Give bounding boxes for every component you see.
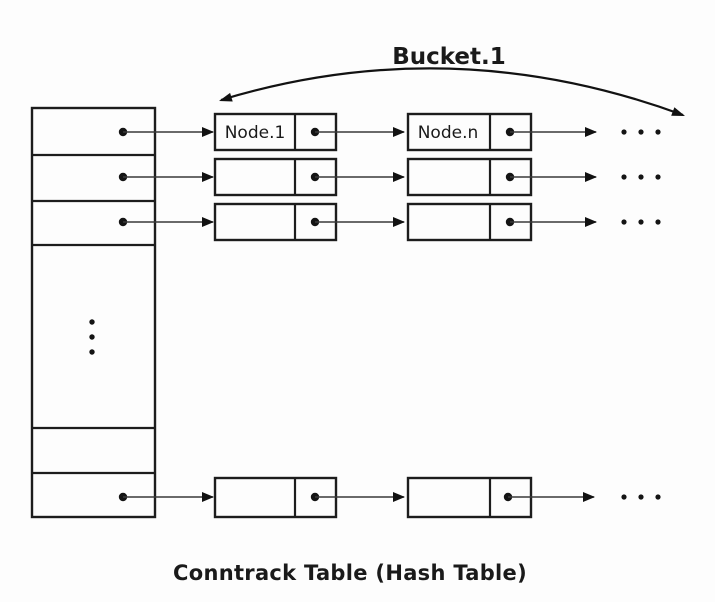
ellipsis-dot (89, 319, 95, 325)
continuation-ellipsis (621, 494, 661, 500)
ellipsis-dot (655, 129, 661, 135)
ellipsis-dot (621, 129, 627, 135)
ellipsis-dot (638, 219, 644, 225)
bucket-row-last (118, 476, 661, 519)
continuation-ellipsis (621, 174, 661, 180)
bucket-span-arrow (220, 67, 684, 117)
ellipsis-dot (655, 219, 661, 225)
ellipsis-dot (655, 494, 661, 500)
bucket-row-2 (118, 157, 661, 197)
ellipsis-dot (638, 129, 644, 135)
bucket-span-arrowhead-left (219, 92, 233, 102)
ellipsis-dot (638, 494, 644, 500)
ellipsis-dot (638, 174, 644, 180)
continuation-ellipsis (621, 129, 661, 135)
node-n-label: Node.n (418, 123, 479, 143)
ellipsis-dot (621, 494, 627, 500)
ellipsis-dot (621, 174, 627, 180)
bucket-row-1: Node.1 Node.n (118, 112, 661, 152)
node-1-label: Node.1 (225, 123, 286, 143)
continuation-ellipsis (621, 219, 661, 225)
ellipsis-dot (89, 349, 95, 355)
ellipsis-dot (89, 334, 95, 340)
ellipsis-dot (621, 219, 627, 225)
bucket-row-3 (118, 202, 661, 242)
hash-table (30, 106, 157, 519)
bucket-label: Bucket.1 (392, 44, 506, 70)
hash-table-outline (30, 106, 157, 519)
diagram-caption: Conntrack Table (Hash Table) (173, 561, 527, 585)
hash-table-ellipsis (89, 319, 95, 355)
bucket-span-arrowhead-right (671, 107, 685, 116)
ellipsis-dot (655, 174, 661, 180)
